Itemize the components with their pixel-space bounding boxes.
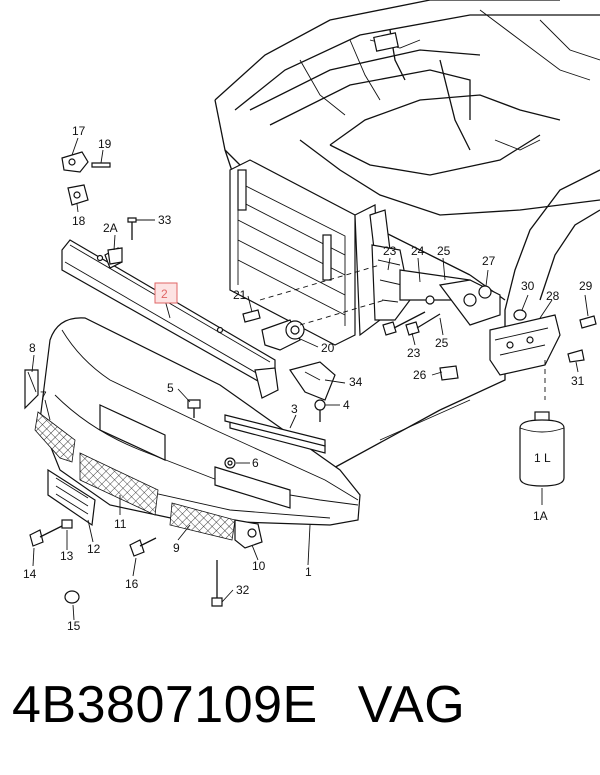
part-number: 4B3807109E [12,676,318,734]
callout-28: 28 [546,289,560,303]
callout-15: 15 [67,619,81,633]
grilles [34,411,263,549]
bottle-1A: 1 L [519,411,565,487]
bottle-label: 1 L [534,451,551,465]
footer-caption: 4B3807109E VAG [12,675,465,755]
callout-13: 13 [60,549,74,563]
callout-31: 31 [571,374,585,388]
callout-17: 17 [72,124,86,138]
callout-5: 5 [167,381,174,395]
callout-7: 7 [40,389,47,403]
callout-23-top: 23 [383,244,397,258]
callout-23-bottom: 23 [407,346,421,360]
small-parts [24,151,597,607]
callout-34: 34 [349,375,363,389]
callout-1: 1 [305,565,312,579]
callout-3: 3 [291,402,298,416]
callout-8: 8 [29,341,36,355]
bumper-bracket-28 [489,314,561,376]
callout-9: 9 [173,541,180,555]
callout-2A: 2A [103,221,118,235]
callout-4: 4 [343,398,350,412]
callout-1A: 1A [533,509,548,523]
callout-33: 33 [158,213,172,227]
callout-21: 21 [233,288,247,302]
callout-12: 12 [87,542,101,556]
callout-labels: 17 19 18 2A 33 2 21 20 8 7 5 34 3 4 6 11… [23,124,593,633]
leader-lines [31,137,589,621]
callout-25-bottom: 25 [435,336,449,350]
callout-14: 14 [23,567,37,581]
callout-10: 10 [252,559,266,573]
bumper-cover [39,317,361,526]
callout-29: 29 [579,279,593,293]
callout-19: 19 [98,137,112,151]
parts-diagram: 1 L [23,0,600,633]
callout-27: 27 [482,254,496,268]
callout-2: 2 [161,287,168,301]
callout-25-top: 25 [437,244,451,258]
callout-32: 32 [236,583,250,597]
callout-11: 11 [114,517,127,531]
callout-20: 20 [321,341,335,355]
callout-18: 18 [72,214,86,228]
callout-26: 26 [413,368,427,382]
callout-6: 6 [252,456,259,470]
callout-2-highlight [154,282,178,304]
callout-16: 16 [125,577,139,591]
callout-30: 30 [521,279,535,293]
brand-name: VAG [357,676,466,734]
callout-24: 24 [411,244,425,258]
